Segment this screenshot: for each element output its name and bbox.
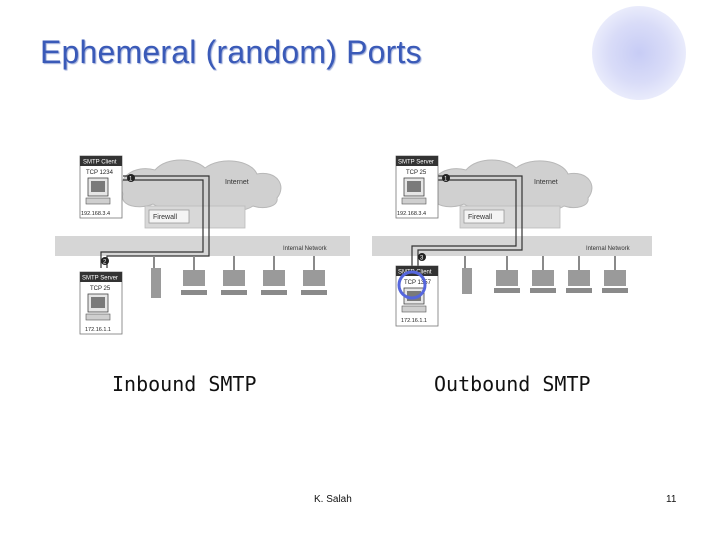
svg-text:192.168.3.4: 192.168.3.4 [81,211,110,217]
internet-cloud: Internet [121,160,281,211]
svg-text:172.16.1.1: 172.16.1.1 [401,318,427,324]
outbound-smtp-diagram: Internet Firewall Internal Network 1 3 S… [372,150,652,340]
footer-author: K. Salah [314,494,352,505]
svg-text:SMTP Client: SMTP Client [83,160,117,166]
page-number: 11 [666,494,676,505]
svg-text:172.16.1.1: 172.16.1.1 [85,327,111,333]
step-2-marker: 2 [101,257,109,266]
firewall: Firewall [145,206,245,228]
smtp-client-node: SMTP Client TCP 1234 192.168.3.4 [80,156,122,218]
svg-text:TCP 25: TCP 25 [406,170,427,176]
step-3-marker: 3 [418,253,426,262]
firewall: Firewall [460,206,560,228]
slide-title: Ephemeral (random) Ports [40,34,422,71]
svg-text:SMTP Server: SMTP Server [82,276,118,282]
internal-hosts [462,256,628,294]
svg-text:TCP 25: TCP 25 [90,286,111,292]
internal-network-label: Internal Network [283,246,328,252]
internet-cloud: Internet [432,160,592,211]
internet-label: Internet [225,179,249,186]
firewall-label: Firewall [153,214,178,221]
smtp-server-node: SMTP Server TCP 25 172.16.1.1 [80,272,122,334]
outbound-caption: Outbound SMTP [434,372,591,396]
firewall-label: Firewall [468,214,493,221]
svg-text:192.168.3.4: 192.168.3.4 [397,211,426,217]
decorative-circle [592,6,686,100]
svg-text:SMTP Server: SMTP Server [398,160,434,166]
inbound-smtp-diagram: Internet Firewall Internal Network 1 2 S… [55,150,350,340]
inbound-caption: Inbound SMTP [112,372,257,396]
internet-label: Internet [534,179,558,186]
svg-text:TCP 1357: TCP 1357 [404,280,432,286]
smtp-server-node: SMTP Server TCP 25 192.168.3.4 [396,156,438,218]
internal-network-label: Internal Network [586,246,631,252]
svg-text:TCP 1234: TCP 1234 [86,170,114,176]
internal-hosts [151,256,327,298]
